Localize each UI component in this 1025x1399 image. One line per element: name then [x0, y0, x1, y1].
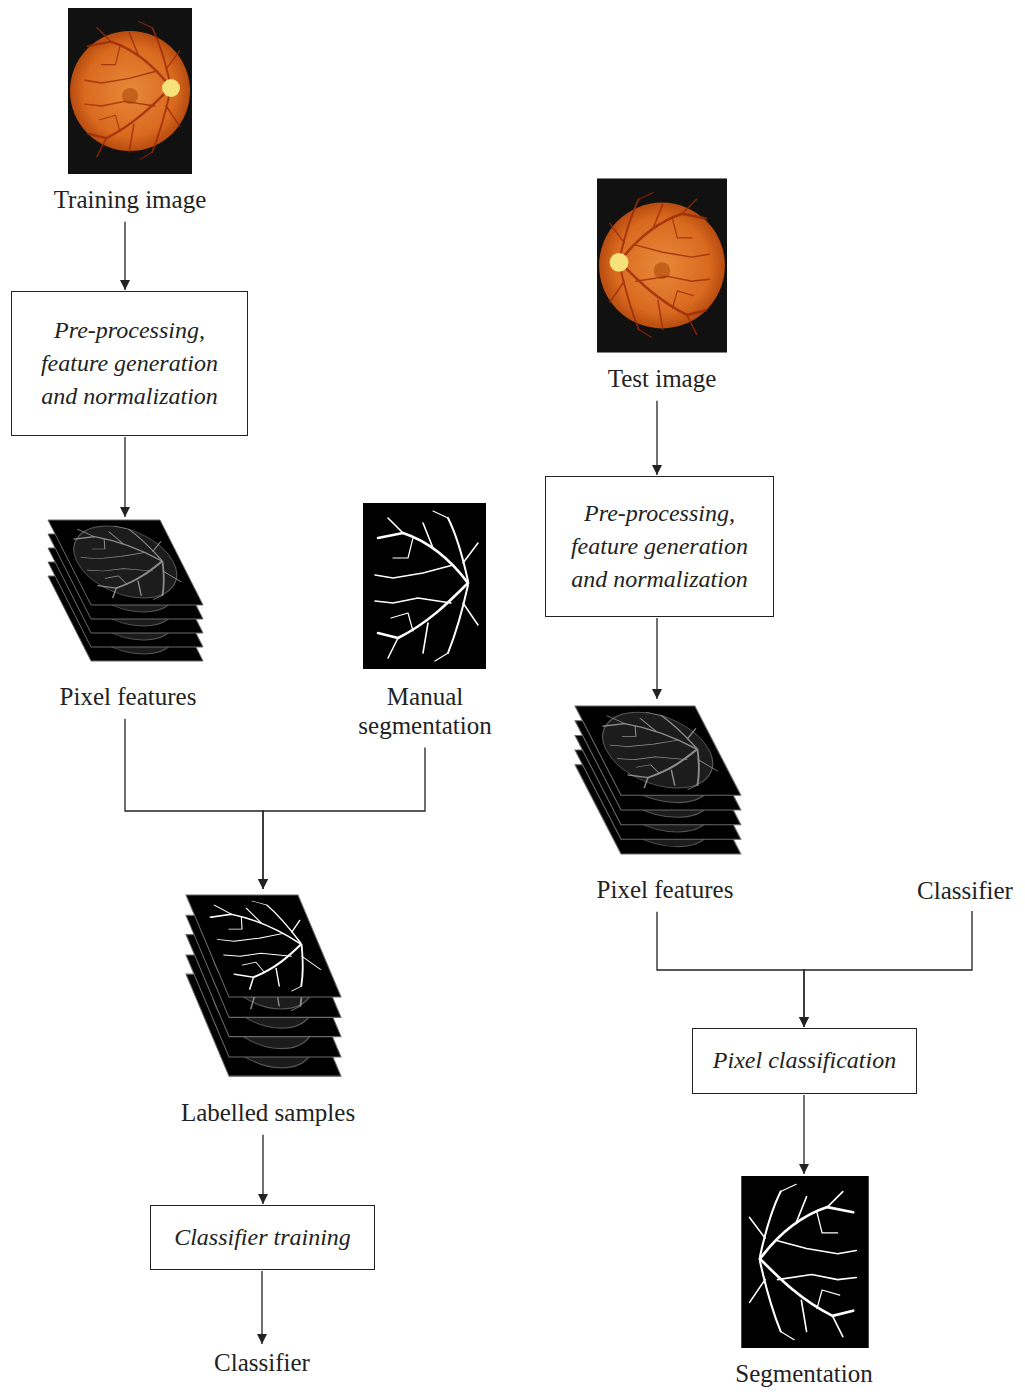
output-label: Classifier	[205, 1345, 319, 1381]
fundus-photo	[597, 178, 727, 352]
caption: Segmentation	[714, 1360, 894, 1389]
caption: Manual segmentation	[335, 683, 515, 741]
image-node: Pixel features	[38, 518, 218, 718]
image-node: Training image	[40, 8, 220, 221]
caption: Training image	[40, 186, 220, 215]
box-label: Pixel classification	[713, 1044, 896, 1077]
flow-arrow	[804, 911, 972, 1027]
fundus-photo	[68, 8, 192, 174]
caption: Classifier	[214, 1349, 310, 1378]
input-label: Classifier	[912, 872, 1018, 910]
process-box: Pre-processing, feature generation and n…	[11, 291, 248, 436]
box-label: Classifier training	[174, 1221, 351, 1254]
caption: Pixel features	[575, 876, 755, 905]
image-node: Segmentation	[714, 1175, 894, 1395]
feature-stack	[575, 706, 741, 854]
flow-arrow	[124, 222, 125, 290]
caption: Pixel features	[38, 683, 218, 712]
flow-arrow	[262, 1135, 263, 1204]
box-label: Pre-processing, feature generation and n…	[556, 497, 763, 596]
flow-arrow	[803, 1095, 804, 1174]
vessel-map	[363, 503, 486, 669]
flow-arrow	[656, 618, 657, 699]
flow-arrow	[125, 719, 263, 889]
caption: Labelled samples	[163, 1099, 373, 1128]
caption: Classifier	[917, 877, 1013, 906]
flow-arrow	[124, 437, 125, 517]
flow-arrow	[263, 748, 425, 890]
process-box: Pre-processing, feature generation and n…	[545, 476, 774, 617]
image-node: Manual segmentation	[335, 503, 515, 747]
caption: Test image	[572, 365, 752, 394]
flow-arrow	[261, 1271, 262, 1344]
image-node: Labelled samples	[163, 890, 373, 1134]
vessel-map	[741, 1176, 868, 1348]
image-node: Pixel features	[575, 700, 755, 911]
box-label: Pre-processing, feature generation and n…	[22, 314, 237, 413]
process-box: Classifier training	[150, 1205, 375, 1270]
labelled-stack	[186, 895, 341, 1076]
process-box: Pixel classification	[692, 1028, 917, 1094]
flow-arrow	[657, 912, 804, 1027]
feature-stack	[48, 520, 203, 661]
image-node: Test image	[572, 178, 752, 400]
flow-arrow	[656, 401, 657, 475]
